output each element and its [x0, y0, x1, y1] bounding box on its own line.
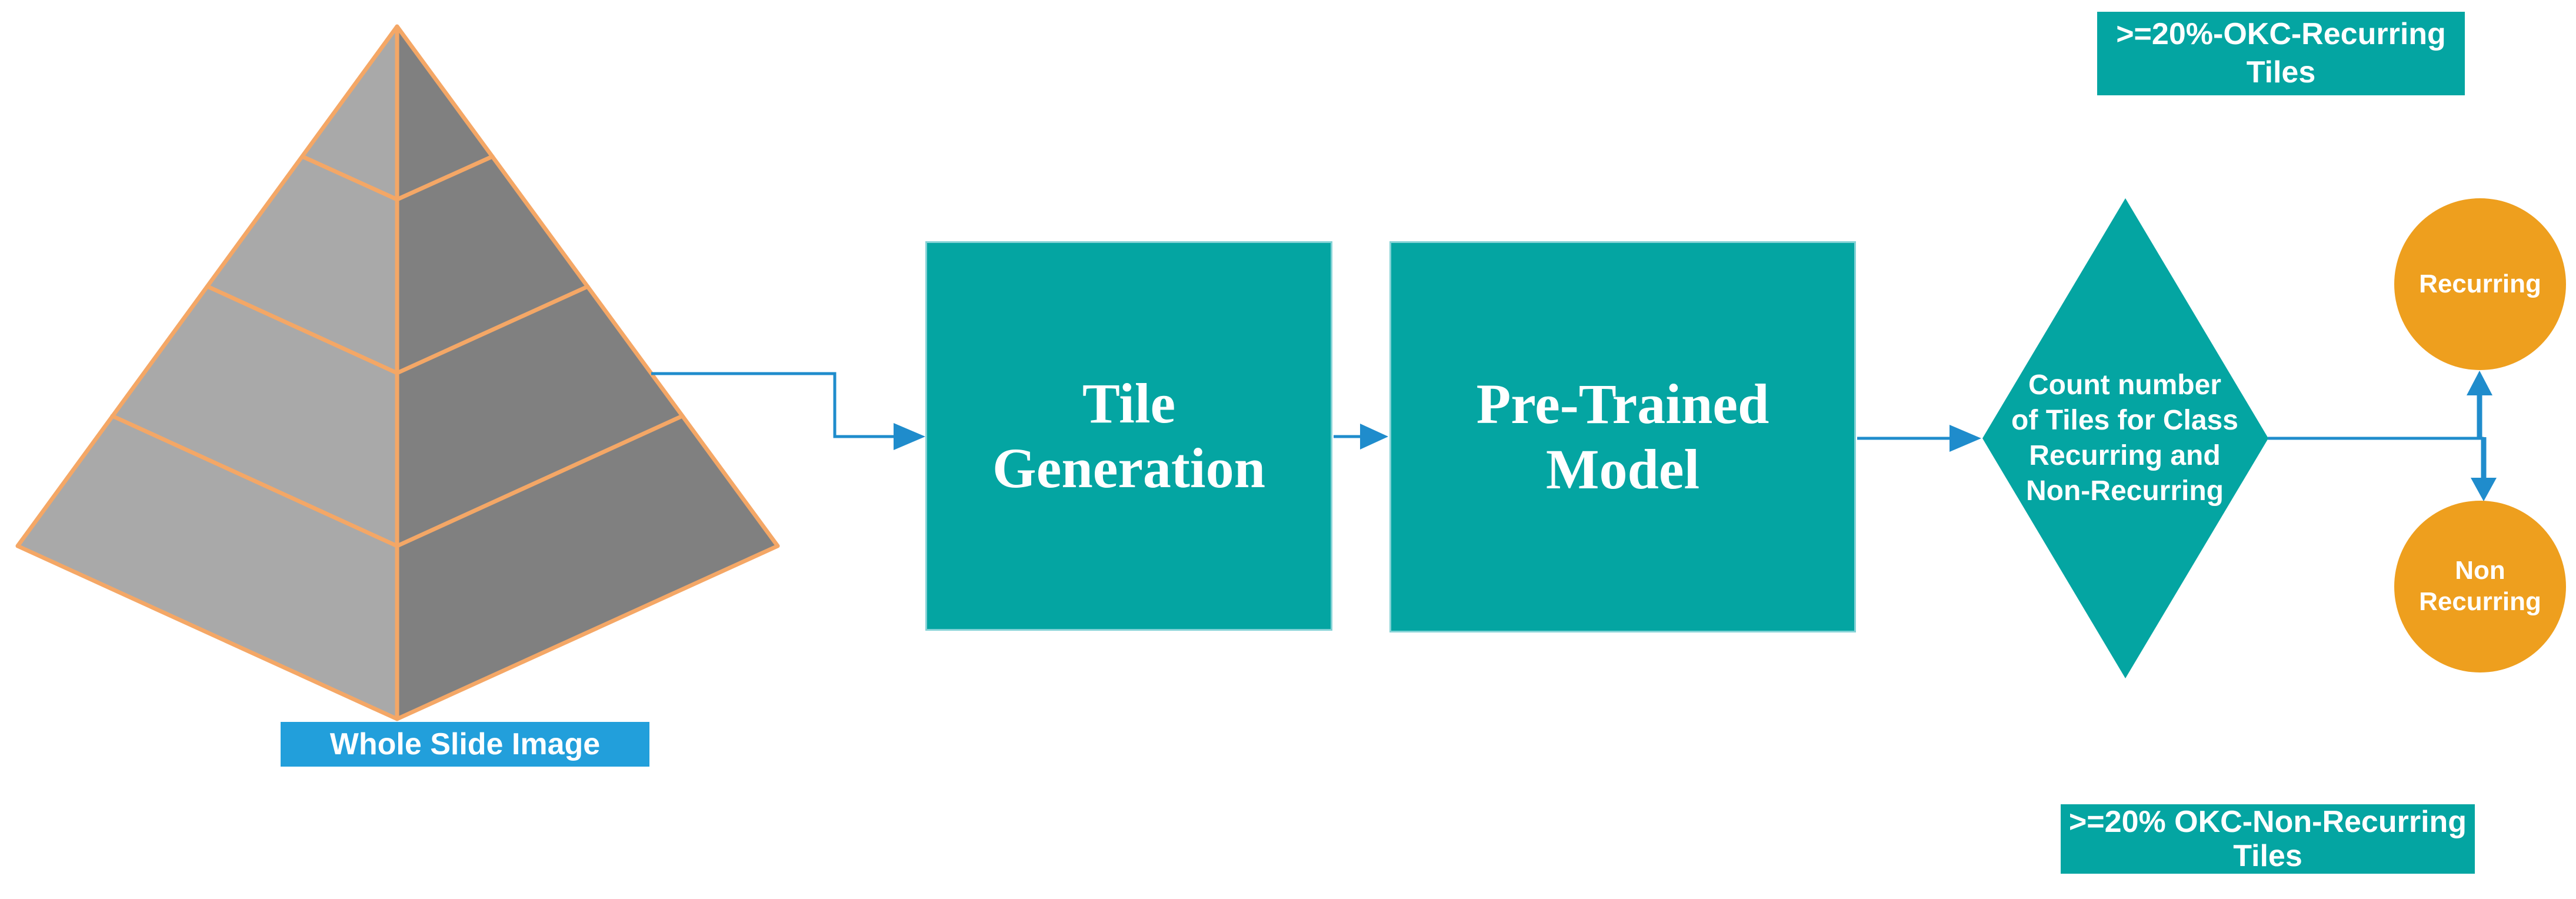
pyramid-left-face: [18, 26, 397, 719]
recurring-outcome-circle: Recurring: [2394, 198, 2566, 370]
pyramid-band-line-1: [300, 154, 495, 202]
arrow-pyramid-to-tile-generation: [651, 372, 925, 450]
arrowhead-right-icon: [894, 423, 925, 450]
non-recurring-outcome-circle: Non Recurring: [2394, 501, 2566, 672]
pyramid-band-line-3: [110, 414, 685, 548]
arrowhead-up-icon: [2467, 371, 2492, 395]
arrow-tile-to-pretrained: [1334, 424, 1388, 450]
pyramid-graphic: [15, 24, 780, 721]
pyramid-outline: [15, 24, 780, 721]
arrowhead-right-icon: [1360, 424, 1388, 450]
arrow-branch-down-non-recurring: [2471, 437, 2497, 501]
arrow-pretrained-to-decision: [1857, 425, 1981, 452]
non-recurring-tiles-threshold-tag: >=20% OKC-Non-Recurring Tiles: [2061, 804, 2475, 874]
pyramid-right-face: [397, 26, 778, 719]
whole-slide-image-label: Whole Slide Image: [281, 722, 649, 767]
count-tiles-decision-label: Count number of Tiles for Class Recurrin…: [2011, 369, 2238, 507]
arrow-branch-up-recurring: [2467, 371, 2492, 439]
tile-generation-box: Tile Generation: [925, 241, 1332, 631]
arrowhead-down-icon: [2471, 478, 2497, 501]
pyramid-band-line-2: [205, 284, 590, 375]
recurring-tiles-threshold-tag: >=20%-OKC-Recurring Tiles: [2097, 12, 2465, 95]
pretrained-model-box: Pre-Trained Model: [1389, 241, 1856, 632]
